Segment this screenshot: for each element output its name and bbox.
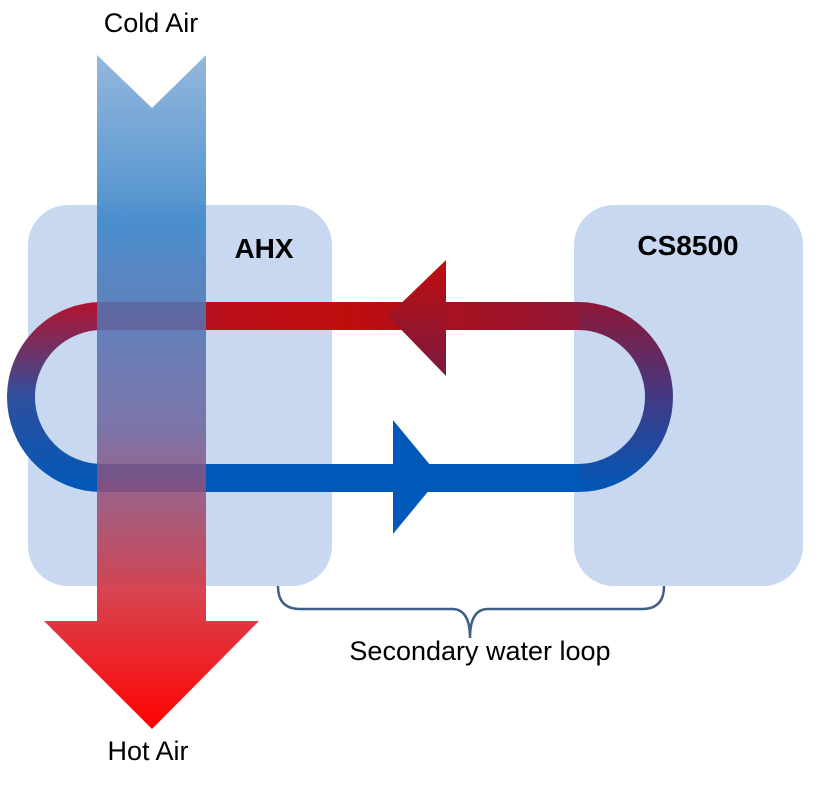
hot-air-label: Hot Air xyxy=(107,736,189,766)
cold-air-label: Cold Air xyxy=(103,8,199,38)
air-flow-arrow xyxy=(44,55,259,729)
loop-hot-arrow-head xyxy=(388,260,446,376)
loop-brace xyxy=(276,585,666,639)
ahx-label: AHX xyxy=(234,233,294,264)
loop-left-bend xyxy=(7,302,103,492)
cs8500-label: CS8500 xyxy=(637,230,739,261)
loop-cold-arrow-head xyxy=(393,420,440,534)
secondary-loop-label: Secondary water loop xyxy=(349,636,611,666)
cs8500-box xyxy=(574,205,803,586)
loop-right-bend xyxy=(577,302,673,492)
